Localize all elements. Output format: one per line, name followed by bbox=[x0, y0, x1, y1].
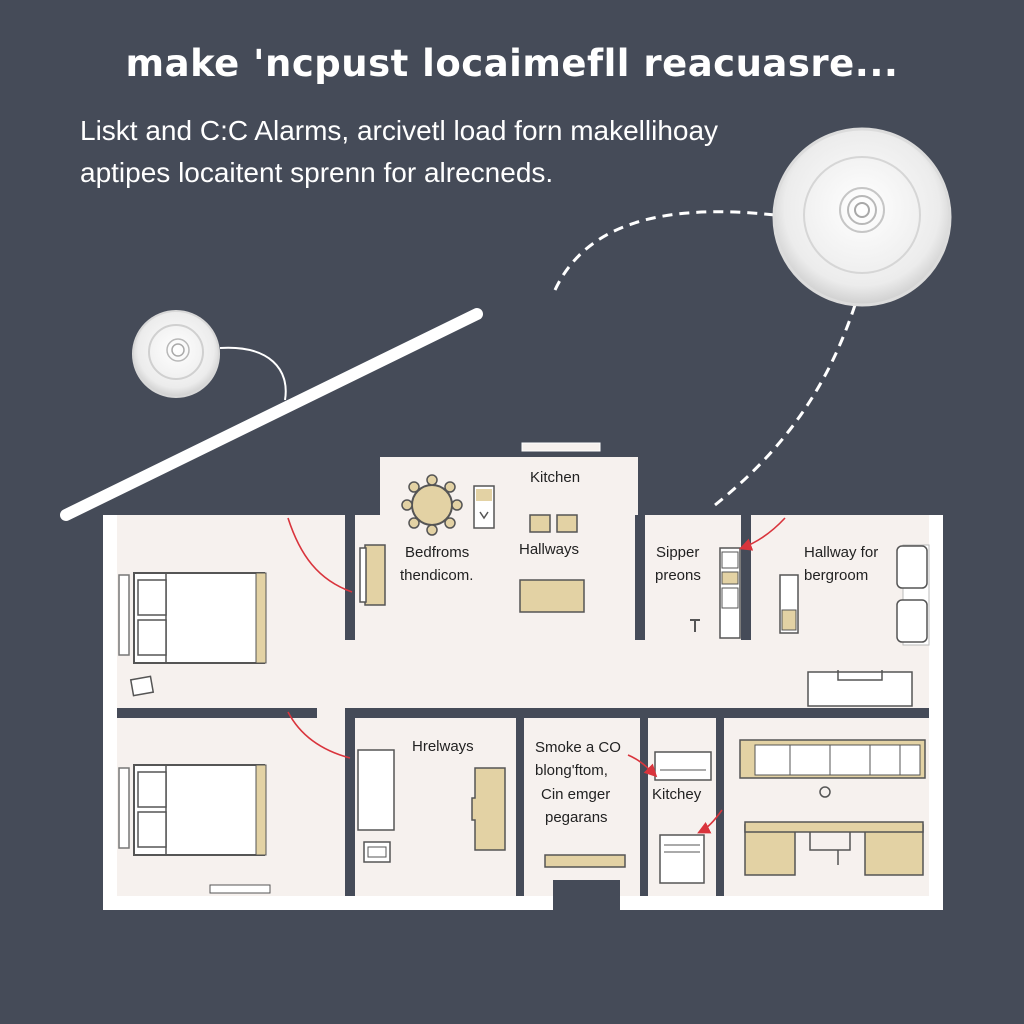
bed-icon bbox=[118, 764, 271, 894]
shelf-icon bbox=[779, 574, 799, 634]
smoke-detector-icon bbox=[132, 310, 220, 398]
sink-icon bbox=[807, 545, 928, 707]
roof-line bbox=[60, 308, 483, 521]
room-label-sipper-line2: preons bbox=[655, 567, 701, 584]
room-label-smoke-line2: blong'ftom, bbox=[535, 762, 608, 779]
appliance-icon bbox=[690, 547, 741, 639]
room-label-hallways: Hallways bbox=[519, 541, 579, 558]
dining-table-icon bbox=[401, 474, 463, 536]
kitchen-furniture bbox=[519, 514, 585, 613]
subtitle-line-1: Liskt and C:C Alarms, arcivetl load forn… bbox=[80, 115, 719, 146]
detector-connector-dashed-top bbox=[553, 210, 776, 291]
door-swing-arrows bbox=[287, 517, 786, 834]
room-label-hrelways: Hrelways bbox=[412, 738, 474, 755]
page-title: make 'ncpust locaimefll reacuasre... bbox=[125, 42, 899, 85]
room-label-bedrooms-line2: thendicom. bbox=[400, 567, 473, 584]
room-label-hallway-for-line2: bergroom bbox=[804, 567, 868, 584]
chair-icon bbox=[359, 544, 386, 606]
room-label-kitchen: Kitchen bbox=[530, 469, 580, 486]
subtitle: Liskt and C:C Alarms, arcivetl load forn… bbox=[80, 110, 780, 194]
subtitle-line-2: aptipes locaitent sprenn for alrecneds. bbox=[80, 157, 554, 188]
detector-connector-dashed-right bbox=[714, 304, 857, 507]
room-label-smoke-line3: Cin emger bbox=[541, 786, 610, 803]
bench-icon bbox=[544, 854, 626, 868]
room-label-smoke-line4: pegarans bbox=[545, 809, 608, 826]
room-label-smoke: Smoke a CO bbox=[535, 739, 621, 756]
cabinet-icon bbox=[473, 485, 495, 529]
stove-icon bbox=[654, 751, 712, 884]
smoke-detector-icon bbox=[772, 127, 952, 307]
detector-connector-left bbox=[219, 346, 287, 401]
room-label-kitchey: Kitchey bbox=[652, 786, 702, 803]
room-label-sipper: Sipper bbox=[656, 544, 699, 561]
wardrobe-icon bbox=[357, 749, 506, 863]
bed-icon bbox=[118, 572, 267, 697]
kitchen-cabinets bbox=[739, 739, 926, 876]
room-label-bedrooms: Bedfroms bbox=[405, 544, 469, 561]
room-label-hallway-for: Hallway for bbox=[804, 544, 878, 561]
